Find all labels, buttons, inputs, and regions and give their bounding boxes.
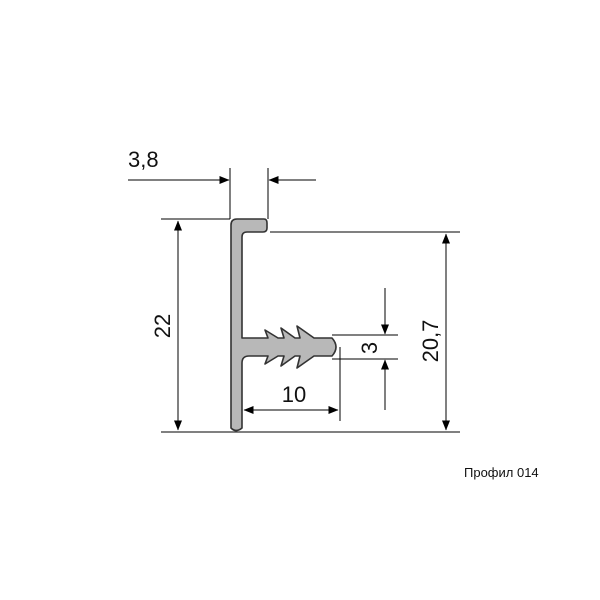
dimension-label-top-width: 3,8 xyxy=(128,147,159,172)
dimension-label-fin-length: 10 xyxy=(282,382,306,407)
dimension-label-fin-height: 3 xyxy=(357,342,382,354)
dimension-label-total-height: 22 xyxy=(150,314,175,338)
profile-caption: Профил 014 xyxy=(464,465,539,480)
profile-shape xyxy=(230,218,337,432)
dimension-label-inner-height: 20,7 xyxy=(418,320,443,363)
